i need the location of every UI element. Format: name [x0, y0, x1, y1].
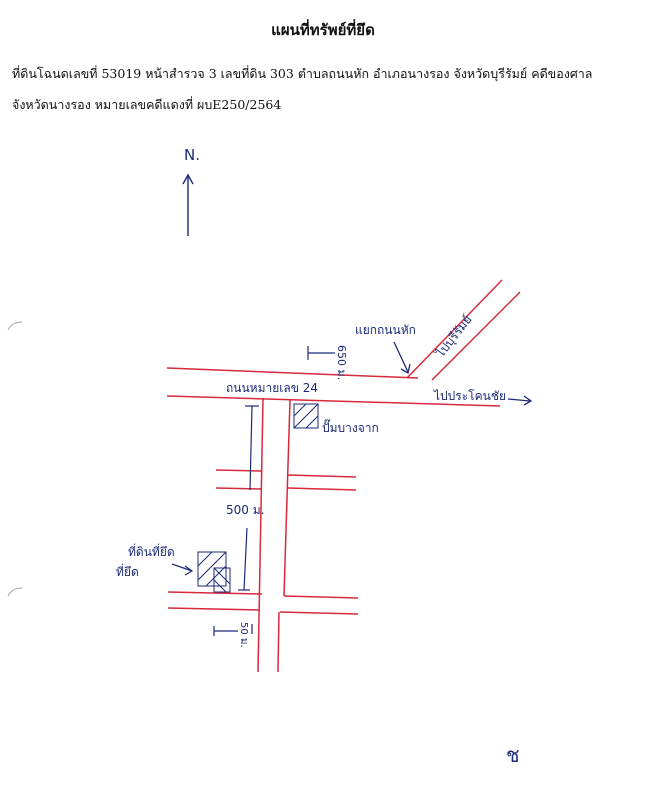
scan-mark: [7, 321, 23, 331]
intersection-arrow-icon: [393, 341, 411, 375]
property-arrow-icon: [171, 563, 194, 576]
description-line-1: ที่ดินโฉนดเลขที่ 53019 หน้าสำรวจ 3 เลขที…: [12, 66, 593, 81]
cross-streets: [167, 469, 359, 615]
main-road-label: ถนนหมายเลข 24: [226, 381, 318, 395]
gas-station-label: ปั๊มบางจาก: [322, 419, 379, 435]
scan-mark: [7, 587, 23, 597]
to-city-label: ไปประโคนชัย: [433, 389, 506, 403]
main-road: [166, 367, 501, 407]
side-road: [257, 397, 291, 673]
property-description: ที่ดินโฉนดเลขที่ 53019 หน้าสำรวจ 3 เลขที…: [12, 58, 642, 120]
north-label: N.: [184, 146, 200, 164]
north-arrow-icon: [182, 173, 194, 236]
diagonal-road-label: ไปบุรีรัมย์: [433, 313, 476, 362]
gas-station-marker: [293, 403, 319, 429]
page-title: แผนที่ทรัพย์ที่ยึด: [271, 21, 375, 39]
distance-500-marker: [238, 405, 259, 591]
distance-650-marker: [307, 346, 335, 360]
distance-50-marker: [213, 624, 253, 636]
seized-property-marker: [197, 551, 231, 593]
distance-50-label: 50 ม.: [238, 622, 249, 648]
diagonal-road: [406, 279, 521, 381]
intersection-label: แยกถนนหัก: [355, 323, 416, 337]
distance-500-label: 500 ม.: [226, 503, 264, 517]
signature-mark: ช: [506, 743, 520, 767]
distance-650-label: 650 ม.: [335, 345, 348, 380]
description-line-2: จังหวัดนางรอง หมายเลขคดีแดงที่ ผบE250/25…: [12, 97, 282, 112]
to-city-arrow-icon: [507, 395, 533, 406]
property-label-line-1: ที่ดินที่ยึด: [128, 543, 175, 559]
property-label-line-2: ที่ยึด: [116, 563, 139, 579]
